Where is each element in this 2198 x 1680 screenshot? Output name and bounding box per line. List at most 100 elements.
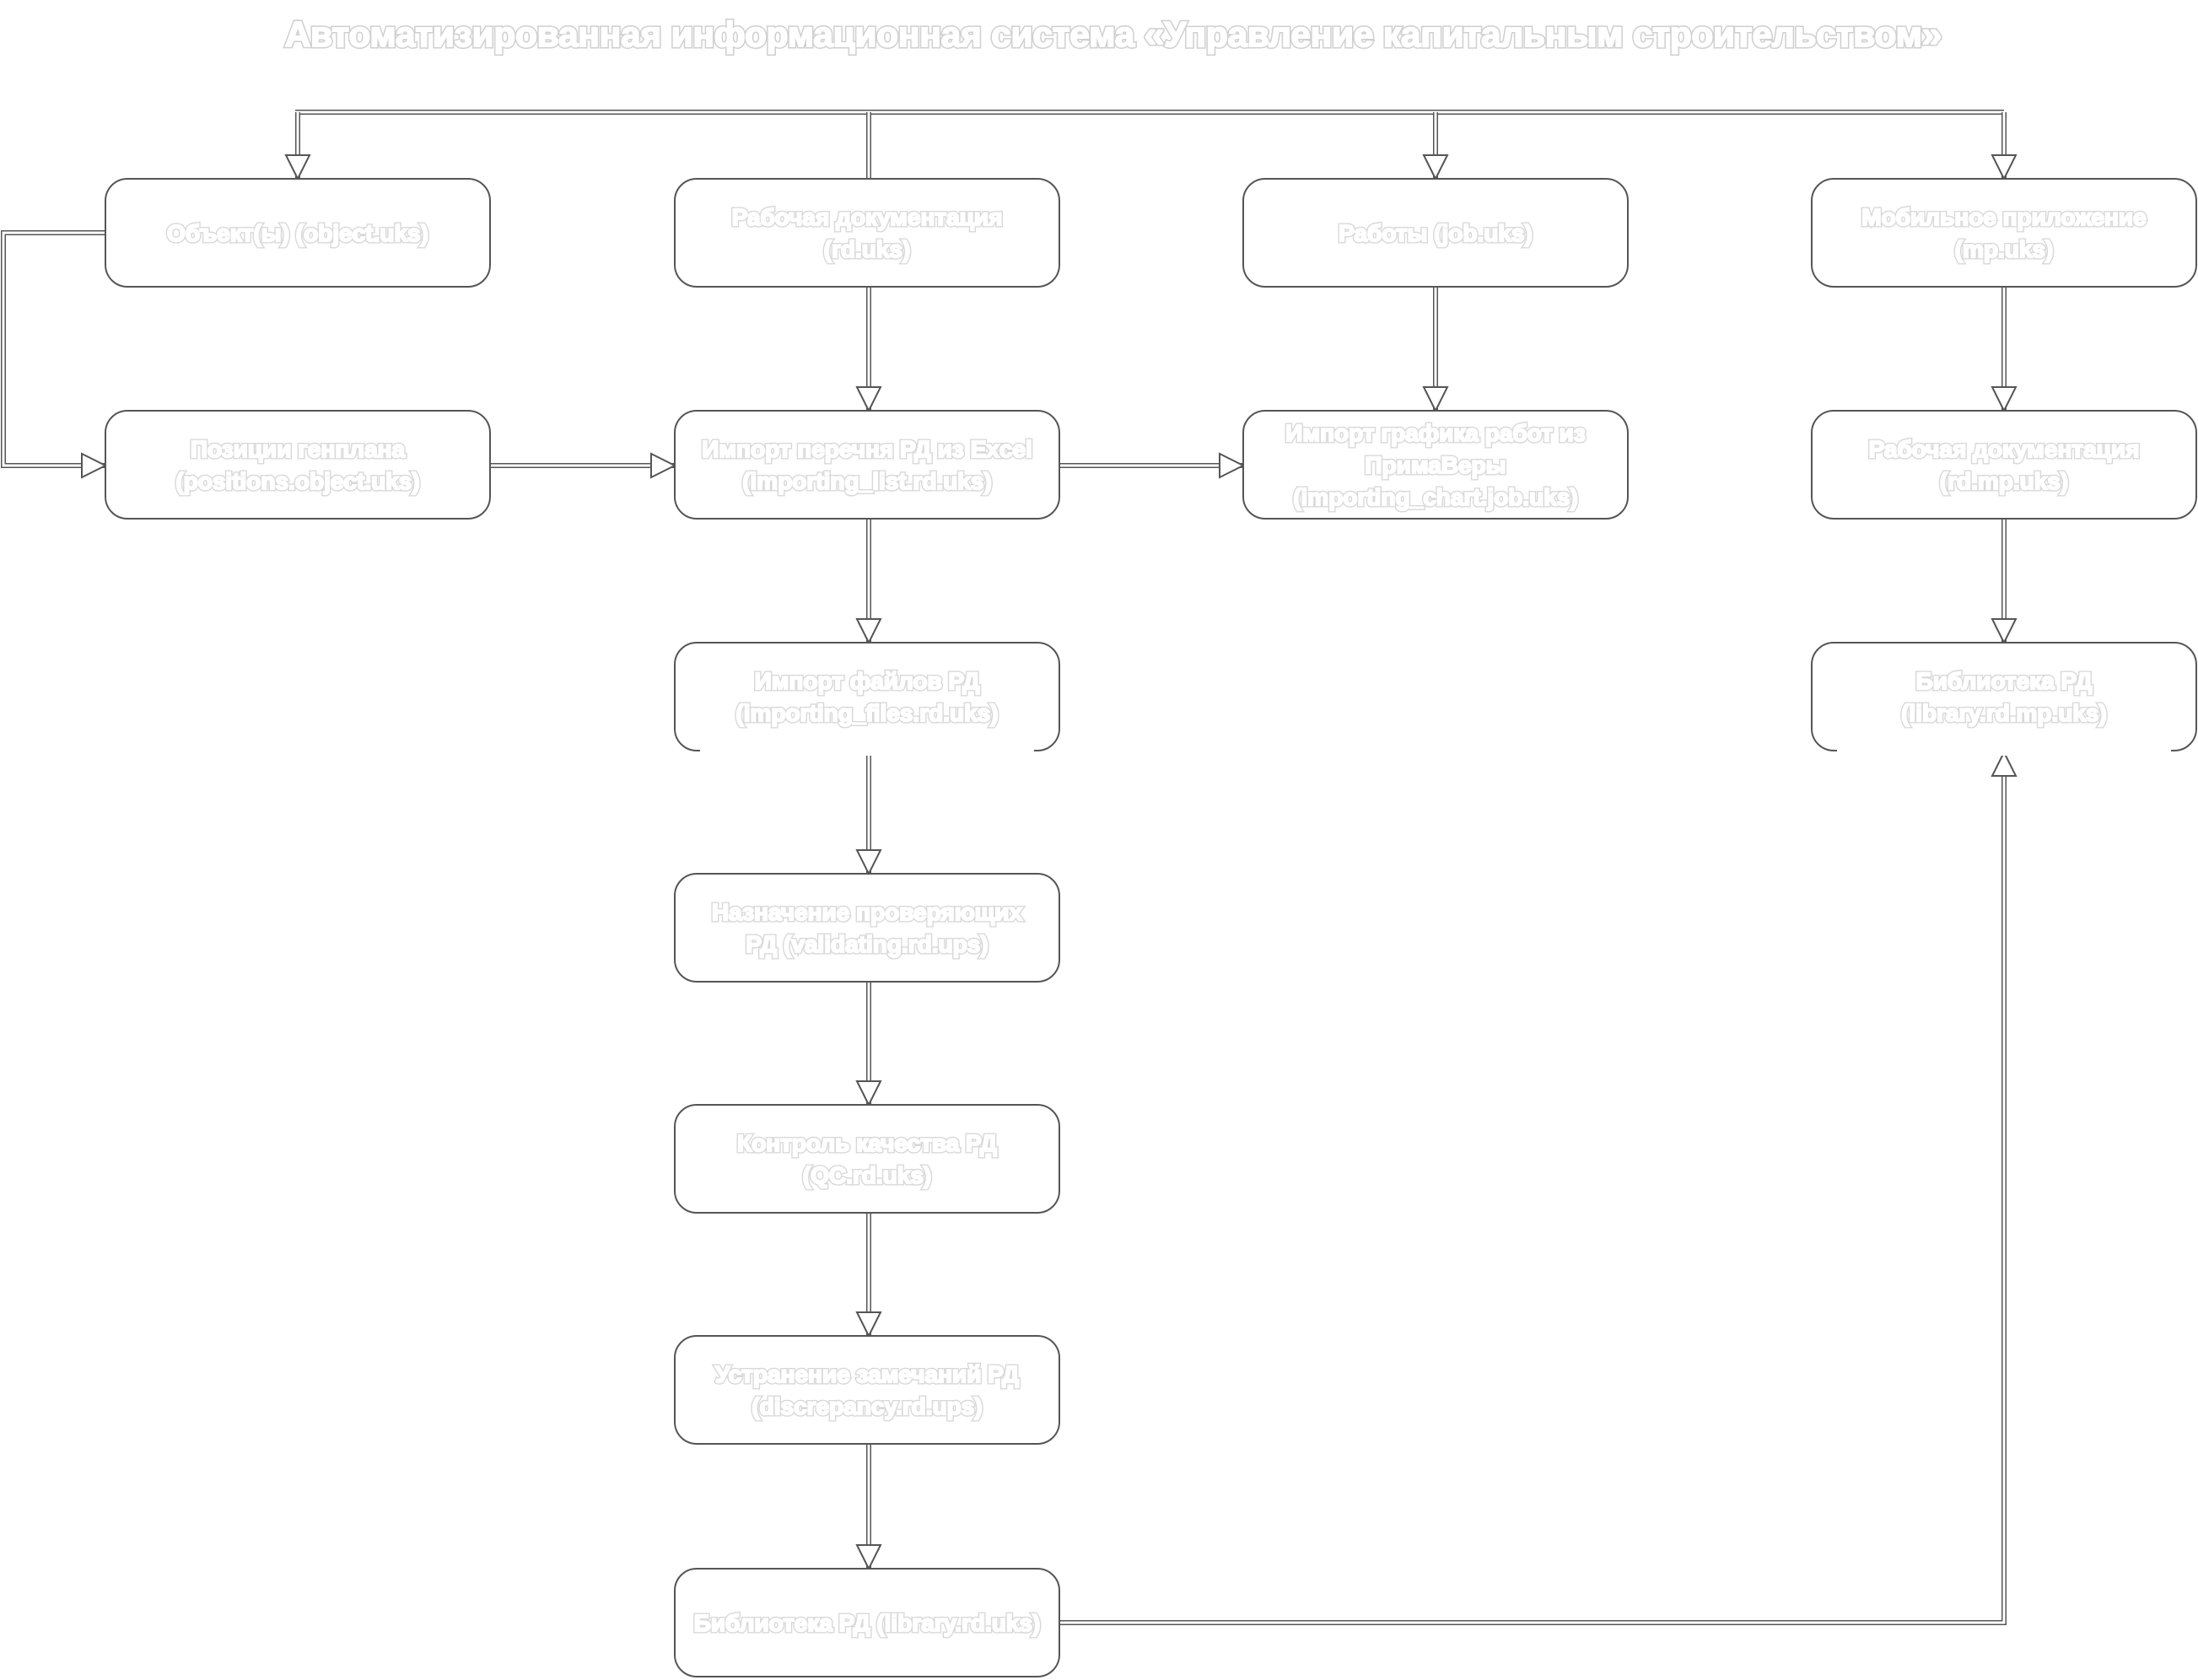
node-label-line: (positions.object.uks) <box>175 468 419 494</box>
node-box-inner <box>679 1573 1055 1672</box>
connector-import-list-to-import-chart-arrowhead <box>1219 452 1246 479</box>
node-box-inner <box>679 1340 1055 1440</box>
connector-rd-mp-to-library-mp <box>1991 519 2018 645</box>
node-box-inner <box>679 183 1055 283</box>
node-box-inner <box>679 1109 1055 1209</box>
connector-mobile-to-rd-mp-arrowhead <box>1991 386 2018 413</box>
node-jobs: Работы (job.uks)Работы (job.uks) <box>1242 178 1629 288</box>
connector-positions-to-import-list-arrowhead <box>650 452 677 479</box>
nodes: Объект(ы) (object.uks)Объект(ы) (object.… <box>105 178 2197 1677</box>
node-label-halo: (rd.mp.uks) <box>1940 468 2068 494</box>
node-label-line: (importing_files.rd.uks) <box>735 700 998 726</box>
node-label-halo: Импорт перечня РД из Excel <box>702 436 1032 462</box>
node-box-inner <box>1247 183 1624 283</box>
node-box-inner <box>110 415 486 514</box>
connector-library-to-library-mp-arrowhead <box>1991 750 2018 777</box>
connector-bus-to-jobs-arrowhead <box>1422 154 1449 181</box>
node-label-halo: (library.rd.mp.uks) <box>1901 700 2107 726</box>
node-label-line: (importing_list.rd.uks) <box>742 468 992 494</box>
connector-discrepancy-to-library-arrowhead <box>855 1544 882 1571</box>
node-label-line: Библиотека РД <box>1916 668 2093 694</box>
connector-rd-to-import-list <box>855 287 882 413</box>
node-label-line: Устранение замечаний РД <box>715 1361 1019 1387</box>
node-box-inner <box>679 415 1055 514</box>
connector-rd-to-import-list-arrowhead <box>855 386 882 413</box>
node-label-halo: Библиотека РД <box>1916 668 2093 694</box>
connector-library-to-library-mp-fill <box>1059 752 2006 1624</box>
node-label-line: ПримаВеры <box>1365 452 1506 478</box>
node-label-line: Импорт перечня РД из Excel <box>702 436 1032 462</box>
connector-bus-to-mobile <box>1991 112 2018 181</box>
node-label-line: Импорт графика работ из <box>1285 420 1586 446</box>
diagram-title-halo: Автоматизированная информационная систем… <box>285 14 1942 54</box>
connector-bus-to-jobs <box>1422 112 1449 181</box>
node-label-line: Рабочая документация <box>1869 436 2140 462</box>
node-label-halo: РД (validating.rd.ups) <box>746 931 988 957</box>
connector-bus-to-objects-arrowhead <box>284 154 311 181</box>
node-label-line: Позиции генплана <box>191 436 406 462</box>
connector-mobile-to-rd-mp <box>1991 287 2018 413</box>
node-label-halo: (rd.uks) <box>824 236 911 262</box>
node-label-line: Рабочая документация <box>732 204 1003 230</box>
node-label-halo: Библиотека РД (library.rd.uks) <box>694 1610 1041 1636</box>
connector-objects-to-positions-outline <box>1 230 105 468</box>
connector-import-list-to-import-files-arrowhead <box>855 618 882 645</box>
node-label-line: (rd.uks) <box>824 236 911 262</box>
node-label-halo: (QC.rd.uks) <box>803 1162 931 1188</box>
node-label-line: Мобильное приложение <box>1861 204 2146 230</box>
node-label-line: Контроль качества РД <box>737 1130 997 1156</box>
node-label-line: (QC.rd.uks) <box>803 1162 931 1188</box>
connector-bus-to-mobile-arrowhead <box>1991 154 2018 181</box>
connector-objects-to-positions-fill <box>2 231 105 467</box>
node-label-halo: Назначение проверяющих <box>712 899 1023 925</box>
node-label-line: (mp.uks) <box>1955 236 2054 262</box>
node-box-open-edge <box>700 744 1034 756</box>
node-label-line: РД (validating.rd.ups) <box>746 931 988 957</box>
node-label-line: (library.rd.mp.uks) <box>1901 700 2107 726</box>
node-label-halo: (importing_list.rd.uks) <box>742 468 992 494</box>
node-label-halo: Мобильное приложение <box>1861 204 2146 230</box>
node-label-halo: (mp.uks) <box>1955 236 2054 262</box>
connector-bus-to-objects <box>284 112 311 181</box>
node-box-inner <box>679 878 1055 977</box>
node-box-inner <box>1816 415 2192 514</box>
node-library: Библиотека РД (library.rd.uks)Библиотека… <box>674 1568 1060 1677</box>
connector-objects-to-positions-arrowhead <box>81 452 108 479</box>
node-objects: Объект(ы) (object.uks)Объект(ы) (object.… <box>105 178 491 288</box>
node-label-halo: Позиции генплана <box>191 436 406 462</box>
connector-import-list-to-import-files <box>855 519 882 645</box>
node-label-halo: Объект(ы) (object.uks) <box>167 220 428 246</box>
connector-validating-to-qc <box>855 982 882 1107</box>
node-label-halo: ПримаВеры <box>1365 452 1506 478</box>
node-label-halo: Рабочая документация <box>732 204 1003 230</box>
connector-library-to-library-mp-outline <box>1059 752 2007 1625</box>
connector-library-to-library-mp <box>1059 750 2018 1625</box>
node-label-halo: (importing_files.rd.uks) <box>735 700 998 726</box>
connector-positions-to-import-list <box>490 452 677 479</box>
connector-import-list-to-import-chart <box>1059 452 1246 479</box>
node-label-halo: (importing_chart.job.uks) <box>1293 484 1578 510</box>
node-label-line: Импорт файлов РД <box>755 668 980 694</box>
connector-qc-to-discrepancy-arrowhead <box>855 1311 882 1338</box>
node-label-line: Назначение проверяющих <box>712 899 1023 925</box>
node-box-inner <box>1816 647 2192 746</box>
node-label-line: Объект(ы) (object.uks) <box>167 220 428 246</box>
node-label-line: Библиотека РД (library.rd.uks) <box>694 1610 1041 1636</box>
connector-jobs-to-import-chart-arrowhead <box>1422 386 1449 413</box>
node-label-halo: Импорт файлов РД <box>755 668 980 694</box>
connector-import-files-to-validating <box>855 752 882 876</box>
node-box-inner <box>110 183 486 283</box>
node-label-halo: (positions.object.uks) <box>175 468 419 494</box>
node-label-halo: Импорт графика работ из <box>1285 420 1586 446</box>
diagram-title: Автоматизированная информационная систем… <box>285 14 1942 54</box>
